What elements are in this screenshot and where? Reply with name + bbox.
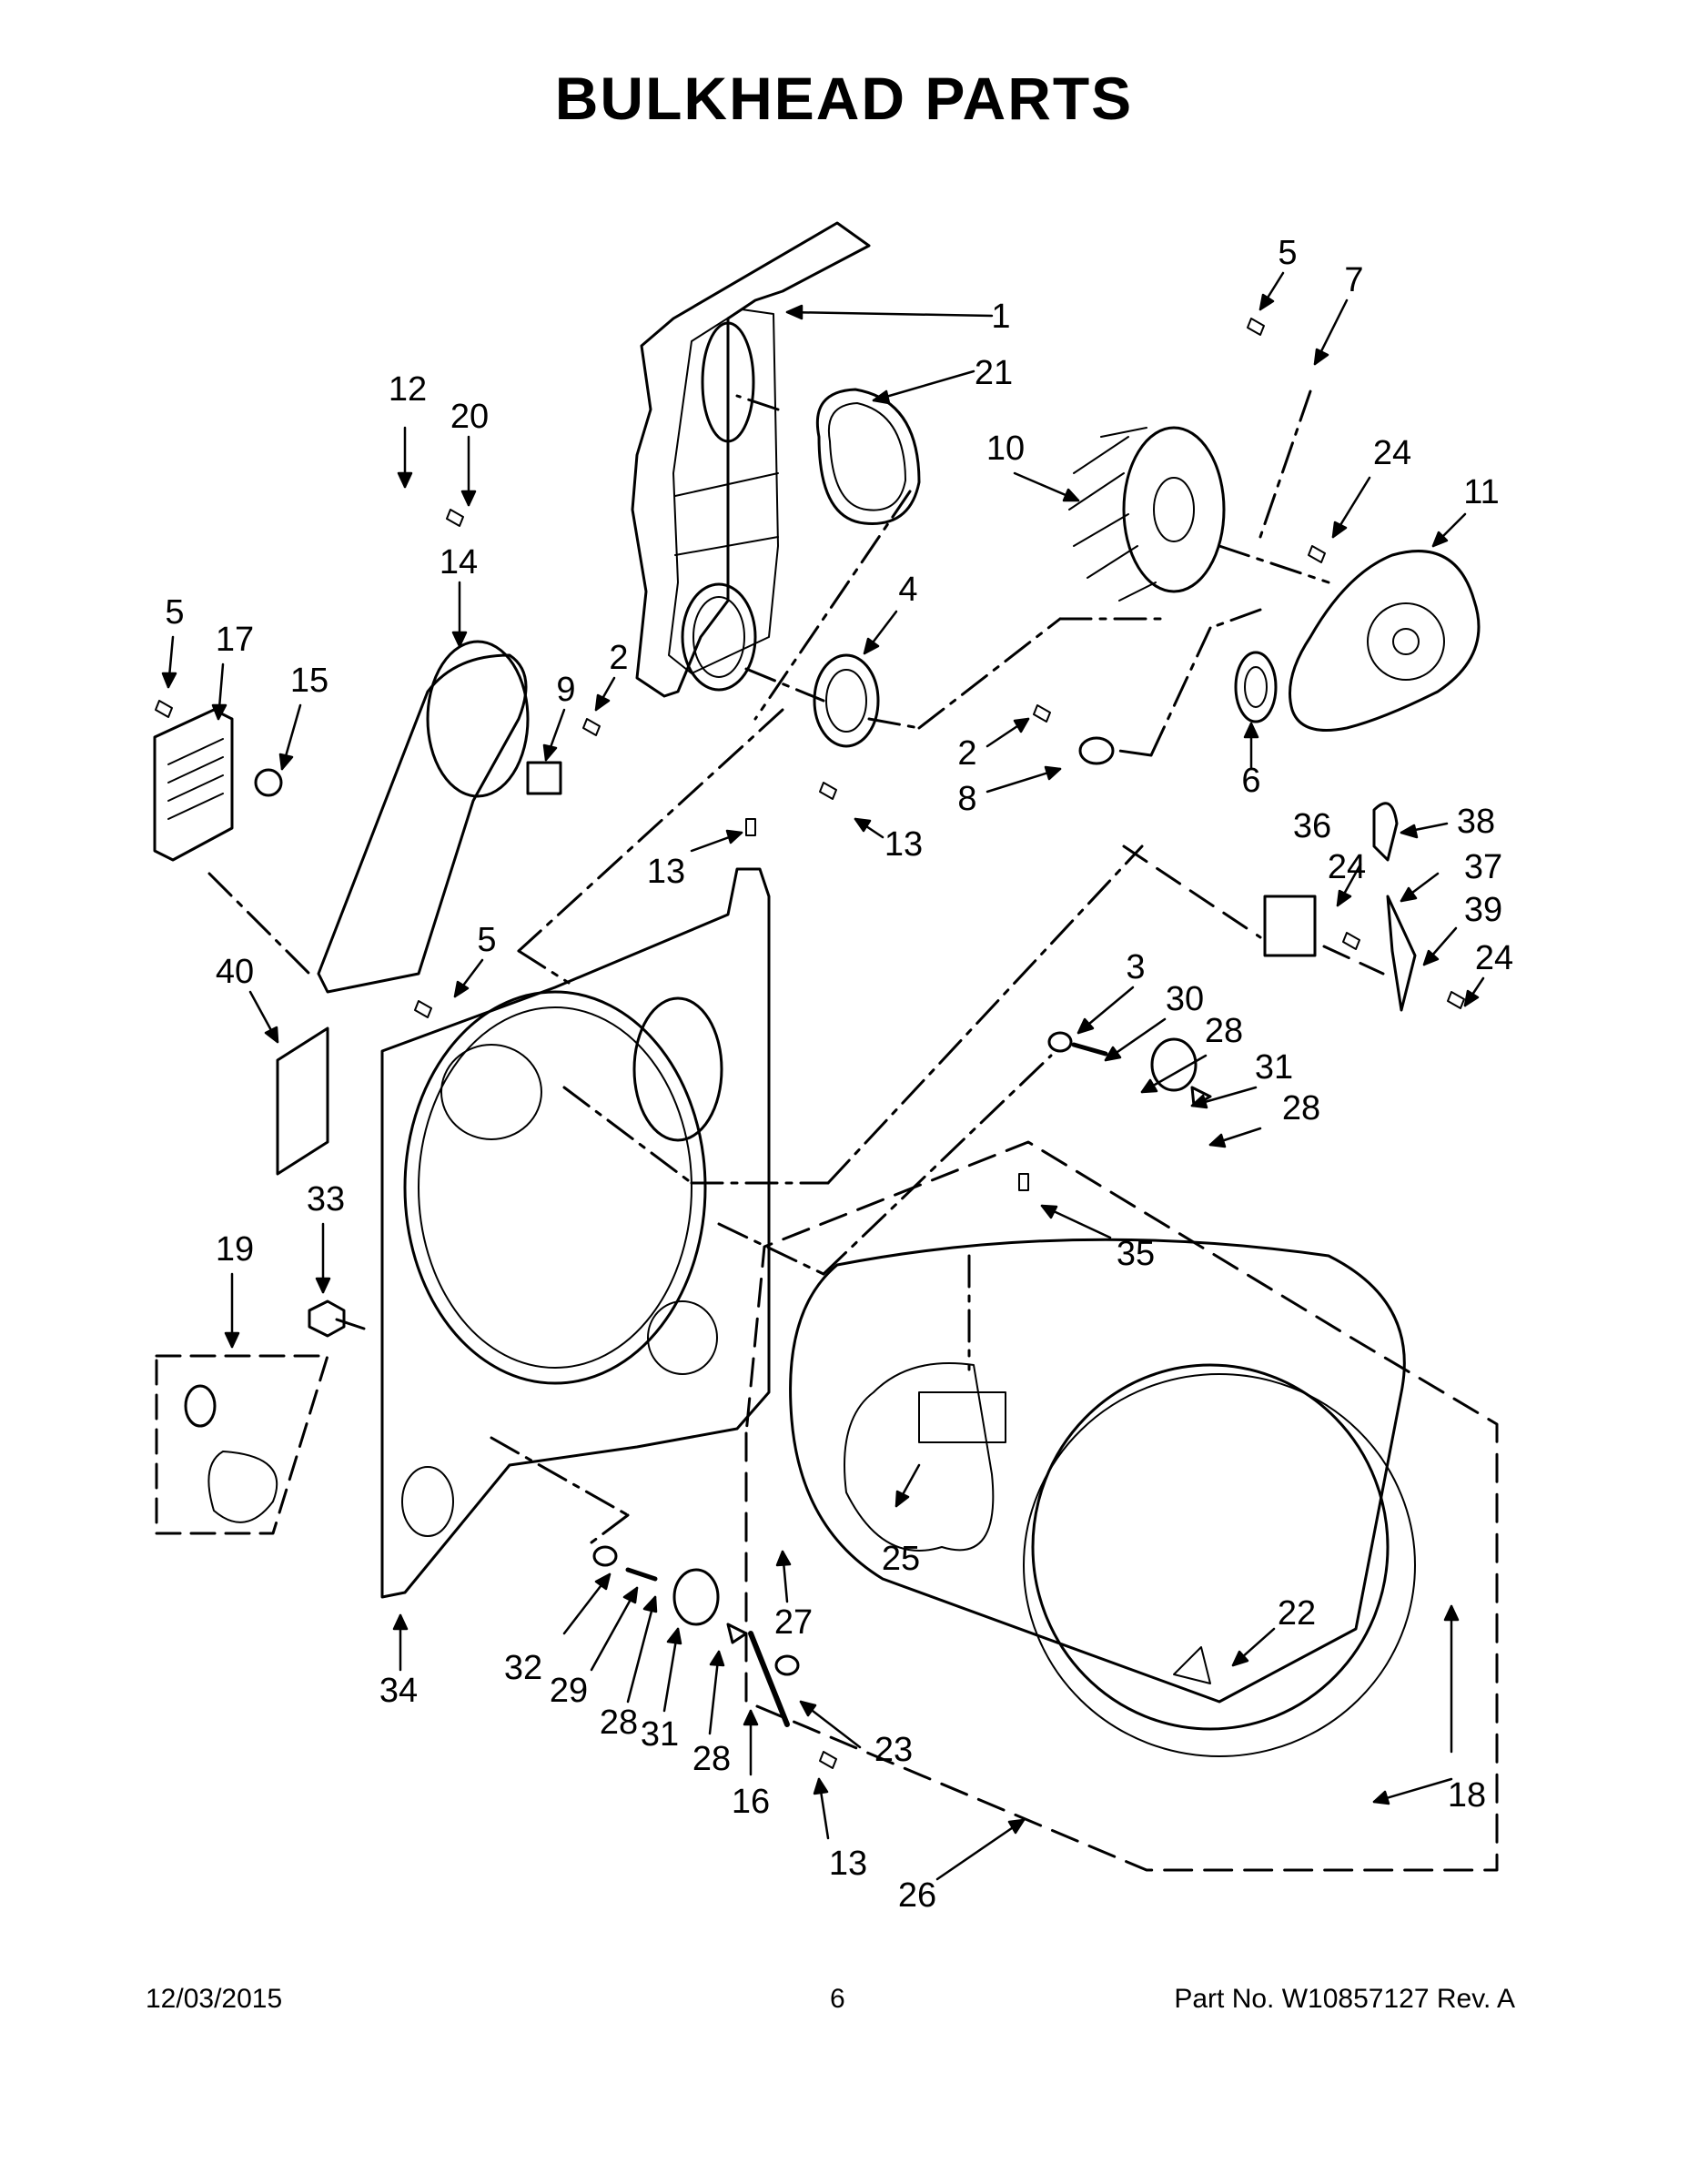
footer-page-number: 6 bbox=[830, 1984, 845, 2014]
footer-date: 12/03/2015 bbox=[146, 1984, 283, 2014]
callout-15: 15 bbox=[290, 662, 329, 700]
callout-20: 20 bbox=[450, 398, 489, 436]
screws bbox=[155, 318, 1465, 1769]
page-title: BULKHEAD PARTS bbox=[554, 65, 1134, 132]
blower-wheel-part bbox=[1068, 426, 1226, 602]
callout-12: 12 bbox=[389, 370, 427, 409]
nut-part-33 bbox=[308, 1299, 346, 1338]
callout-7: 7 bbox=[1344, 261, 1363, 299]
callout-28-d: 28 bbox=[692, 1740, 731, 1778]
callout-28-c: 28 bbox=[600, 1704, 638, 1742]
callout-2-left: 2 bbox=[609, 639, 628, 677]
rear-bulkhead-panel-part bbox=[380, 867, 771, 1599]
callout-28-a: 28 bbox=[1205, 1012, 1243, 1050]
vent-cover-part bbox=[317, 640, 530, 994]
heater-box-part bbox=[153, 708, 234, 862]
callout-9: 9 bbox=[556, 671, 575, 709]
callout-19: 19 bbox=[216, 1230, 254, 1269]
callout-13-bottom: 13 bbox=[829, 1845, 867, 1883]
callout-31-right: 31 bbox=[1255, 1048, 1293, 1087]
callout-11: 11 bbox=[1463, 473, 1499, 511]
callout-24-top: 24 bbox=[1373, 434, 1411, 472]
bracket-part-36 bbox=[1263, 895, 1317, 957]
drum-part bbox=[789, 1238, 1416, 1757]
callout-33: 33 bbox=[307, 1180, 345, 1218]
callout-14: 14 bbox=[440, 543, 478, 581]
bracket-part-8 bbox=[1078, 736, 1115, 765]
label-part-40 bbox=[276, 1026, 329, 1176]
callout-37: 37 bbox=[1464, 848, 1502, 886]
callout-28-b: 28 bbox=[1282, 1089, 1320, 1127]
callout-6: 6 bbox=[1241, 762, 1260, 800]
callout-30: 30 bbox=[1166, 980, 1204, 1018]
callout-24-mid: 24 bbox=[1328, 848, 1366, 886]
callout-27: 27 bbox=[774, 1603, 813, 1642]
callout-31-bottom: 31 bbox=[641, 1715, 679, 1754]
upper-duct-part bbox=[631, 221, 871, 698]
sensor-part-15 bbox=[254, 768, 283, 797]
callout-3: 3 bbox=[1126, 948, 1145, 986]
dashed-leader-36 bbox=[1122, 844, 1385, 976]
blower-housing-part bbox=[1289, 550, 1481, 732]
duct-gasket-part bbox=[815, 388, 921, 525]
callout-23: 23 bbox=[874, 1731, 913, 1769]
callout-38: 38 bbox=[1457, 803, 1495, 841]
bearing-part bbox=[1234, 651, 1278, 723]
callout-40: 40 bbox=[216, 953, 254, 991]
wire-harness-part-19 bbox=[155, 1354, 329, 1535]
callout-4: 4 bbox=[898, 571, 917, 609]
callout-35: 35 bbox=[1117, 1235, 1155, 1273]
callout-16: 16 bbox=[732, 1783, 770, 1821]
callout-2-right: 2 bbox=[957, 734, 976, 773]
callout-21: 21 bbox=[975, 354, 1013, 392]
callout-39: 39 bbox=[1464, 891, 1502, 929]
callout-17: 17 bbox=[216, 621, 254, 659]
drum-assembly-dashed-boundary bbox=[744, 1140, 1499, 1872]
callout-5-left: 5 bbox=[165, 593, 184, 632]
callout-1: 1 bbox=[991, 298, 1010, 336]
footer-part-number: Part No. W10857127 Rev. A bbox=[1174, 1984, 1515, 2014]
callout-32: 32 bbox=[504, 1649, 542, 1687]
callout-leaders bbox=[161, 271, 1485, 1881]
switch-part-9 bbox=[526, 761, 562, 795]
plate-part-39 bbox=[1386, 895, 1417, 1012]
callout-5-top: 5 bbox=[1278, 234, 1297, 272]
callout-5-mid: 5 bbox=[477, 921, 496, 959]
assembly-lines bbox=[207, 389, 1330, 1544]
part-38 bbox=[1372, 802, 1399, 862]
callout-10: 10 bbox=[986, 430, 1025, 468]
seal-ring-part bbox=[813, 653, 880, 748]
callout-34: 34 bbox=[379, 1672, 418, 1710]
callout-26: 26 bbox=[898, 1876, 936, 1915]
callout-24-low: 24 bbox=[1475, 939, 1513, 977]
callout-29: 29 bbox=[550, 1672, 588, 1710]
callout-36: 36 bbox=[1293, 807, 1331, 845]
callout-13-upper: 13 bbox=[884, 825, 923, 864]
callout-8: 8 bbox=[957, 780, 976, 818]
roller-assembly-bottom bbox=[592, 1545, 800, 1727]
callout-25: 25 bbox=[882, 1540, 920, 1578]
callout-18: 18 bbox=[1448, 1776, 1486, 1815]
callout-13-panel: 13 bbox=[647, 853, 685, 891]
callout-22: 22 bbox=[1278, 1594, 1316, 1633]
